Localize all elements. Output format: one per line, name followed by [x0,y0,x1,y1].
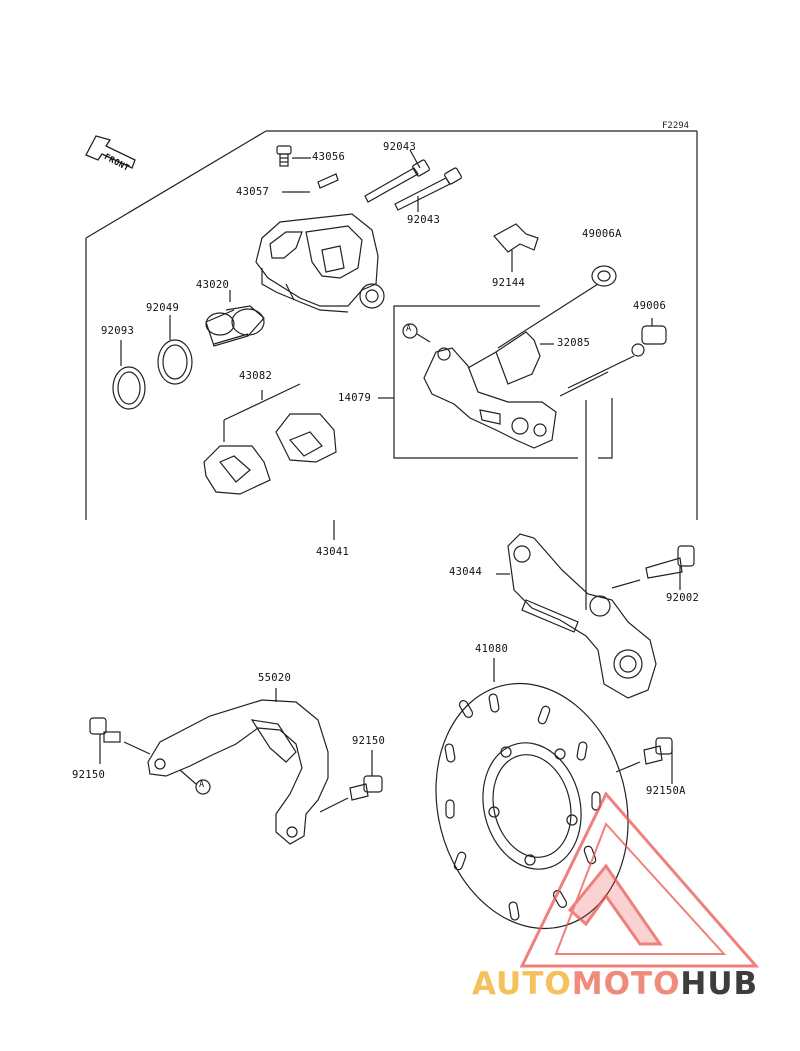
callout-55020: 55020 [258,672,292,684]
caliper-body-part [255,213,385,313]
seal-rings-part [112,315,193,410]
watermark-part-moto: MOTO [571,966,681,1002]
bracket-assembly-box [378,305,613,459]
reference-marker-a-top-icon [402,323,431,343]
callout-43020: 43020 [196,279,230,291]
callout-92043-bottom: 92043 [407,214,441,226]
brake-pads-part [203,383,337,495]
watermark-brand-text: AUTOMOTOHUB [472,966,758,1006]
pad-spring-part [493,223,539,272]
bolt-left-part [89,717,151,764]
callout-92002: 92002 [666,592,700,604]
callout-49006: 49006 [633,300,667,312]
bleeder-valve-part [276,145,311,167]
callout-41080: 41080 [475,643,509,655]
callout-43057: 43057 [236,186,270,198]
callout-92150-left: 92150 [72,769,106,781]
reference-marker-a-icon [195,779,211,795]
ref-marker-a-top-label: A [406,324,412,334]
bolt-disc-part [615,737,673,784]
front-arrow-icon [85,135,136,169]
cap-part [282,173,339,193]
callout-92043-top: 92043 [383,141,417,153]
pin-parts [364,149,462,212]
boot-part [497,265,617,349]
figure-code: F2294 [662,121,690,131]
bolt-part [611,545,695,590]
disc-guard-part [147,688,329,845]
boot-small-part [567,318,667,389]
callout-92093: 92093 [101,325,135,337]
ref-marker-a-label: A [199,780,205,790]
bolt-right-part [319,750,383,813]
watermark-logo-icon [519,791,760,968]
piston-part [205,290,265,347]
callout-43056: 43056 [312,151,346,163]
callout-92150A: 92150A [646,785,686,797]
callout-14079: 14079 [338,392,372,404]
callout-92144: 92144 [492,277,526,289]
watermark-part-auto: AUTO [472,966,572,1002]
callout-92049: 92049 [146,302,180,314]
callout-43082: 43082 [239,370,273,382]
pad-holder-part [495,331,554,385]
watermark-part-hub: HUB [680,966,759,1002]
caliper-bracket-part [423,347,609,449]
callout-92150-right: 92150 [352,735,386,747]
callout-49006A: 49006A [582,228,622,240]
callout-43044: 43044 [449,566,483,578]
frame-lines [85,130,698,520]
caliper-mount-part [496,533,657,699]
callout-43041: 43041 [316,546,350,558]
callout-32085: 32085 [557,337,591,349]
